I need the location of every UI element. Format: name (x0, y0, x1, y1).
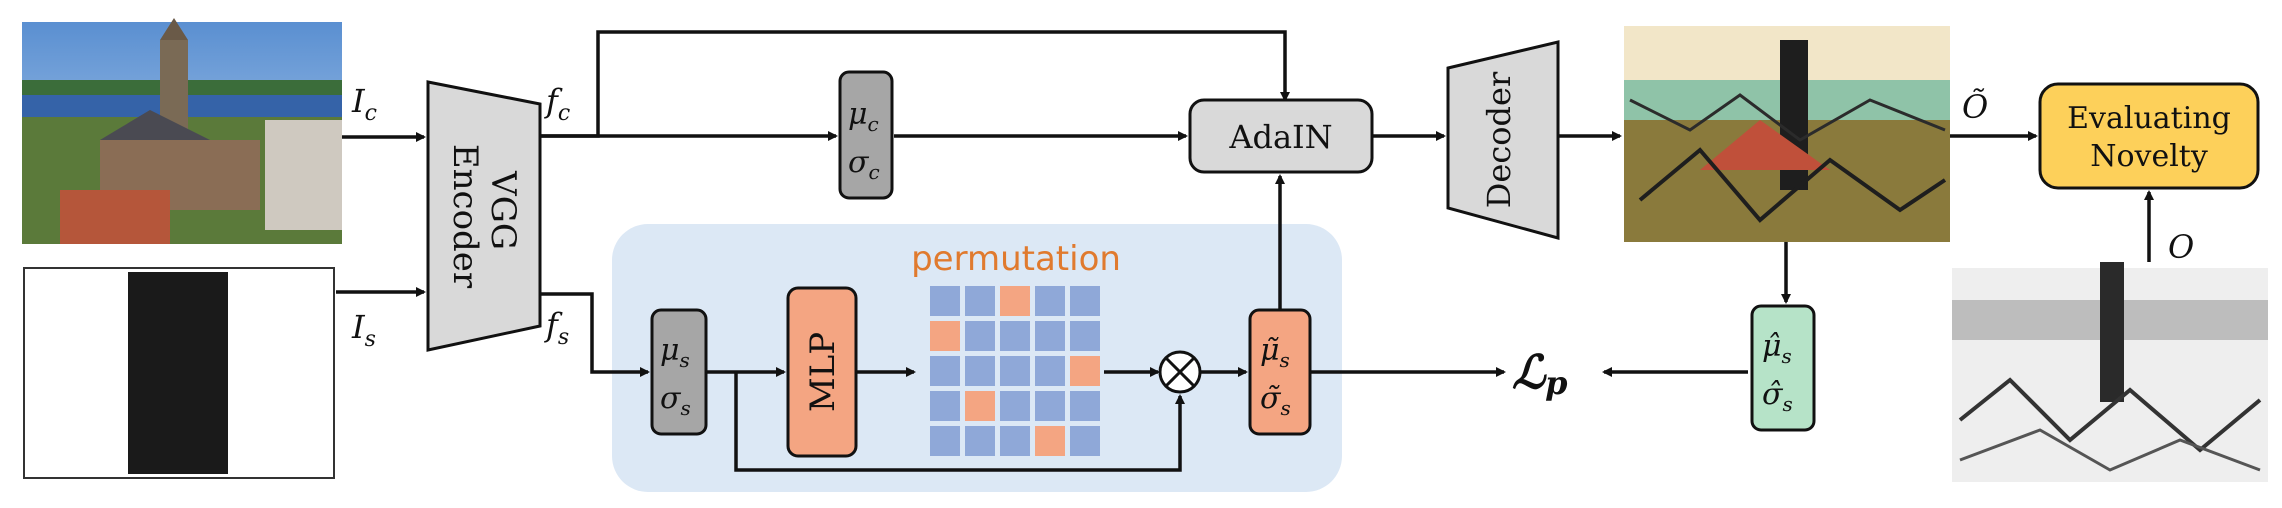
permutation-cell (965, 426, 995, 456)
decoder-label: Decoder (1480, 71, 1518, 208)
output-image (1624, 26, 1950, 242)
permutation-cell-active (1000, 286, 1030, 316)
style-input-label: Is (351, 308, 376, 352)
permutation-cell (1000, 321, 1030, 351)
loss-label: ℒp (1512, 345, 1568, 402)
permutation-cell-active (1070, 356, 1100, 386)
permutation-cell (965, 321, 995, 351)
permutation-label: permutation (911, 239, 1121, 279)
svg-text:μs: μs (660, 333, 690, 372)
permutation-cell (1070, 286, 1100, 316)
svg-text:σ̂s: σ̂s (1762, 377, 1793, 416)
svg-text:VGG Encoder: VGG Encoder (445, 144, 523, 289)
mlp-label: MLP (803, 332, 843, 412)
evaluate-label-line2: Novelty (2090, 139, 2208, 174)
permutation-cell-active (965, 391, 995, 421)
permutation-cell (930, 426, 960, 456)
encoder-label-line2: Encoder (445, 144, 485, 289)
svg-text:σ̃s: σ̃s (1260, 381, 1291, 420)
other-output-image (1952, 262, 2268, 482)
vgg-encoder: VGG Encoder (426, 80, 542, 352)
permutation-grid (930, 286, 1100, 456)
output-label: Õ (1962, 88, 1988, 126)
multiply-operator (1158, 350, 1202, 394)
mlp-block: MLP (786, 286, 858, 458)
style-image (23, 267, 335, 479)
permutation-cell (1035, 356, 1065, 386)
permutation-cell (1000, 356, 1030, 386)
permutation-cell (1035, 391, 1065, 421)
decoder-block: Decoder (1446, 40, 1560, 240)
svg-text:σc: σc (848, 145, 880, 184)
permutation-cell-active (930, 321, 960, 351)
encoder-label-line1: VGG (483, 170, 523, 250)
permutation-cell (1070, 391, 1100, 421)
permutation-cell (1035, 286, 1065, 316)
svg-text:μ̃s: μ̃s (1260, 333, 1290, 372)
adain-label: AdaIN (1228, 118, 1332, 156)
adain-block: AdaIN (1188, 98, 1374, 174)
output-stats-box: μ̂s σ̂s (1750, 304, 1816, 432)
permutation-cell (930, 356, 960, 386)
permutation-cell (1000, 391, 1030, 421)
svg-text:μ̂s: μ̂s (1762, 329, 1792, 368)
permutation-cell (1070, 426, 1100, 456)
evaluating-novelty-block: Evaluating Novelty (2038, 82, 2260, 190)
svg-text:σs: σs (660, 381, 691, 420)
permutation-cell (965, 286, 995, 316)
other-output-label: O (2168, 228, 2194, 266)
content-input-label: Ic (351, 82, 377, 126)
permutation-cell (1000, 426, 1030, 456)
permutation-cell-active (1035, 426, 1065, 456)
content-feature-label: fc (544, 82, 570, 126)
content-stats-box: μc σc (838, 70, 894, 200)
style-feature-label: fs (544, 306, 569, 350)
evaluate-label-line1: Evaluating (2067, 101, 2231, 136)
permuted-stats-box: μ̃s σ̃s (1248, 308, 1312, 436)
permutation-cell (930, 286, 960, 316)
style-stats-box: μs σs (650, 308, 708, 436)
permutation-cell (1035, 321, 1065, 351)
svg-text:μc: μc (848, 97, 879, 136)
content-image (22, 18, 342, 244)
permutation-cell (930, 391, 960, 421)
permutation-cell (1070, 321, 1100, 351)
permutation-cell (965, 356, 995, 386)
